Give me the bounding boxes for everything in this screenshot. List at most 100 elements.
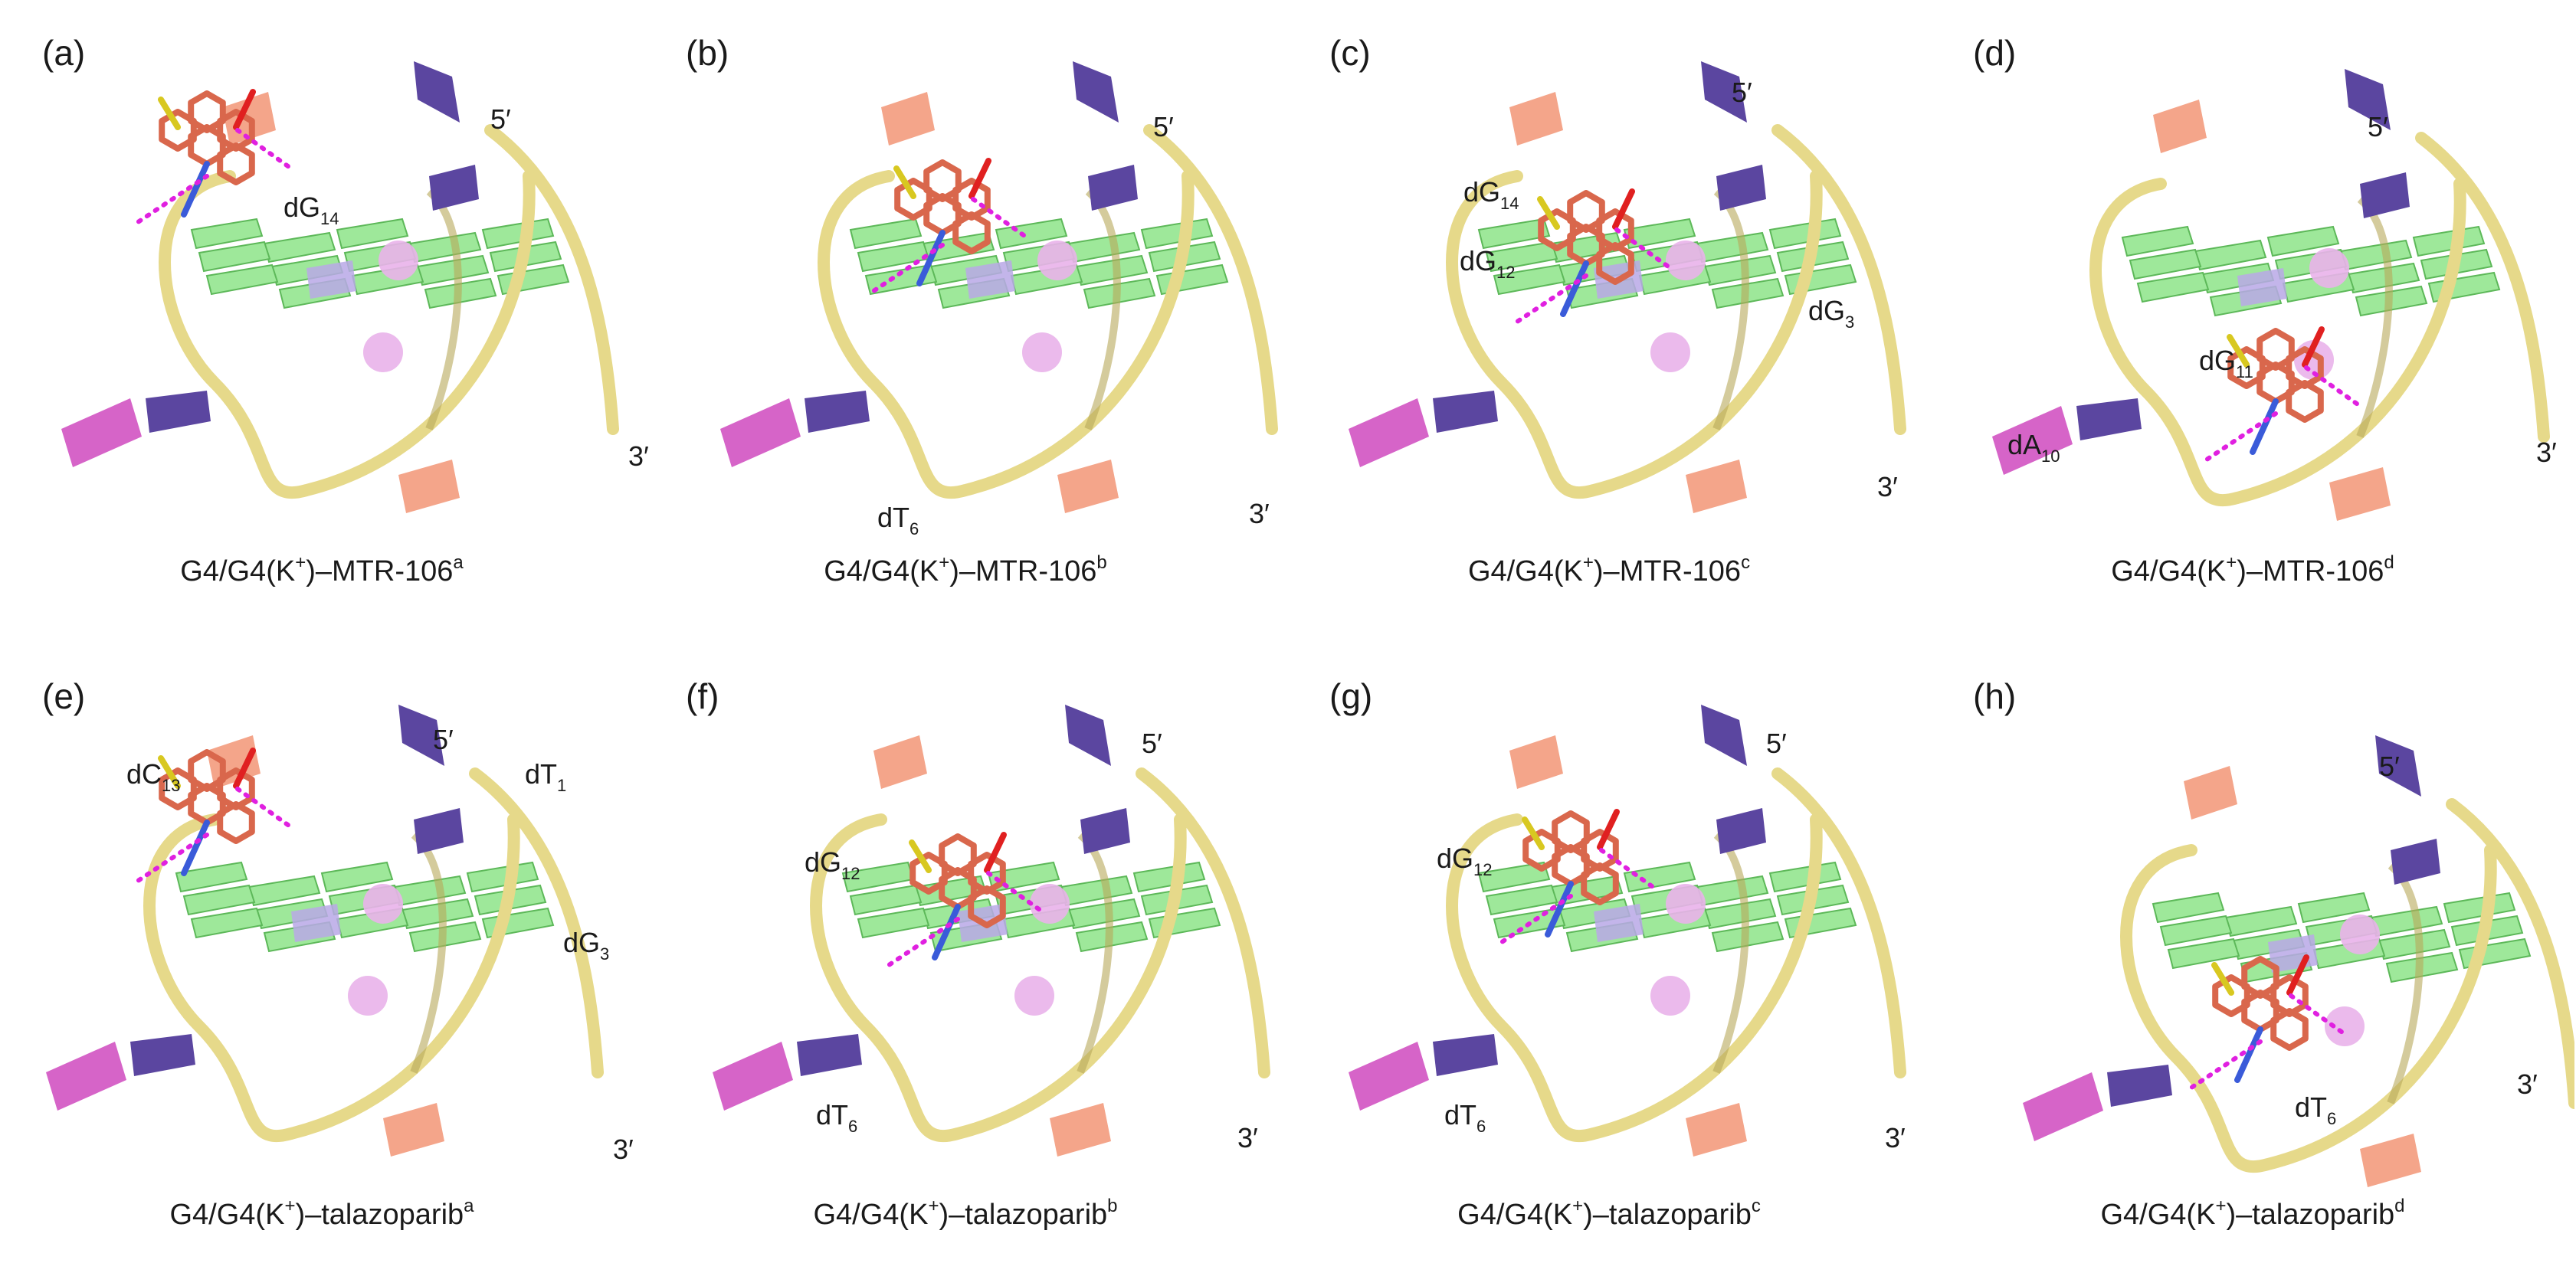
ligand-bond (1537, 196, 1560, 230)
end-3-label: 3′ (1877, 471, 1898, 502)
hbond-line (2204, 411, 2278, 462)
hbond-line (2289, 993, 2347, 1036)
panel-h: (h) 5′ 3′ dT6 G4/G4(K+)–talazoparibd (1931, 643, 2574, 1286)
backbone-strand (159, 170, 536, 499)
residue-label: dT1 (525, 758, 567, 795)
loop-nucleotide (1065, 705, 1111, 766)
panel-caption: G4/G4(K+)–MTR-106a (180, 552, 464, 587)
panel-d: (d) 5′ 3′ dG11 dA10 G4/G4(K+)–MTR-106d (1931, 0, 2574, 643)
loop-nucleotide (414, 61, 460, 123)
potassium-ion (363, 884, 403, 924)
structure-a (61, 61, 619, 513)
backbone-strand (425, 188, 462, 430)
loop-nucleotide (130, 1034, 195, 1076)
end-3-label: 3′ (2517, 1068, 2538, 1100)
guanine-sheet (1485, 884, 1558, 916)
panel-caption: G4/G4(K+)–talazopariba (169, 1196, 474, 1231)
potassium-ion (1030, 884, 1070, 924)
loop-nucleotide (306, 260, 356, 299)
loop-nucleotide (2345, 69, 2391, 130)
hbond-line (986, 871, 1044, 914)
guanine-sheet (1485, 241, 1558, 273)
ligand-bond (2302, 326, 2325, 368)
panel-caption: G4/G4(K+)–MTR-106c (1467, 552, 1751, 587)
panel-caption: G4/G4(K+)–MTR-106b (824, 552, 1107, 587)
backbone-strand (1136, 767, 1270, 1078)
loop-nucleotide (2237, 268, 2287, 306)
structure-h (2023, 735, 2574, 1187)
guanine-sheet (2152, 892, 2225, 924)
backbone-strand (1077, 832, 1113, 1074)
residue-label: dG14 (283, 191, 339, 228)
backbone-strand (2120, 844, 2497, 1173)
loop-nucleotide (1992, 406, 2073, 475)
backbone-strand (2089, 178, 2466, 507)
guanine-sheet (2129, 248, 2202, 280)
panel-label: (b) (686, 33, 729, 73)
guanine-sheet (1623, 861, 1696, 893)
hbond-line (2189, 1039, 2263, 1090)
hbond-line (1499, 894, 1573, 944)
ligand-ring (2256, 328, 2295, 371)
guanine-sheet (175, 861, 248, 893)
loop-nucleotide (1509, 735, 1563, 789)
loop-nucleotide (1701, 705, 1747, 766)
loop-nucleotide (873, 735, 927, 789)
ligand-bond (233, 89, 256, 130)
residue-label: dG12 (805, 846, 860, 883)
end-5-label: 5′ (1732, 77, 1752, 108)
guanine-sheet (198, 241, 271, 273)
residue-label: dG14 (1463, 176, 1519, 213)
end-5-label: 5′ (433, 724, 454, 755)
guanine-sheet (320, 861, 394, 893)
loop-nucleotide (398, 705, 444, 766)
loop-nucleotide (713, 1042, 793, 1111)
ligand-bond (233, 748, 256, 789)
guanine-sheet (190, 218, 264, 250)
loop-nucleotide (1433, 1034, 1498, 1076)
ligand-ring (2286, 380, 2324, 423)
potassium-ion (1666, 241, 1706, 280)
panel-label: (d) (1973, 33, 2017, 73)
residue-label: dA10 (2007, 429, 2060, 466)
potassium-ion (1666, 884, 1706, 924)
loop-nucleotide (2184, 766, 2237, 820)
loop-nucleotide (2360, 1134, 2421, 1187)
potassium-ion (2325, 1006, 2365, 1046)
loop-nucleotide (1349, 398, 1429, 467)
panel-label: (e) (42, 676, 86, 716)
end-3-label: 3′ (2536, 437, 2557, 468)
guanine-sheet (336, 218, 409, 250)
residue-label: dG3 (1808, 295, 1855, 332)
ligand-ring (188, 749, 226, 792)
loop-nucleotide (1716, 808, 1766, 854)
panel-c: (c) 5′ 3′ dG14 dG12 dG3 G4/G4(K+)–MTR-10… (1287, 0, 1931, 643)
hbond-line (235, 787, 293, 830)
loop-nucleotide (1088, 165, 1138, 211)
potassium-ion (1037, 241, 1077, 280)
backbone-strand (818, 170, 1195, 499)
potassium-ion (1650, 332, 1690, 372)
guanine-sheet (190, 907, 264, 939)
loop-nucleotide (965, 260, 1015, 299)
guanine-sheet (2297, 892, 2371, 924)
ligand-ring (968, 885, 1006, 928)
loop-nucleotide (146, 391, 211, 433)
hbond-line (136, 833, 209, 883)
ligand-ring (2241, 956, 2279, 999)
backbone-strand (1712, 832, 1749, 1074)
panel-caption: G4/G4(K+)–talazoparibc (1457, 1196, 1761, 1231)
hbond-line (2304, 365, 2362, 408)
structure-b (720, 61, 1278, 513)
ligand-ring (217, 801, 255, 844)
ligand-ring (939, 833, 977, 876)
ligand-bond (932, 904, 961, 960)
guanine-sheet (849, 218, 923, 250)
structure-g (1349, 705, 1906, 1157)
panel-b: (b) 5′ 3′ dT6 G4/G4(K+)–MTR-106b (644, 0, 1287, 643)
ligand-bond (158, 97, 181, 130)
guanine-sheet (1477, 218, 1551, 250)
end-3-label: 3′ (613, 1134, 634, 1165)
hbond-line (871, 243, 945, 293)
